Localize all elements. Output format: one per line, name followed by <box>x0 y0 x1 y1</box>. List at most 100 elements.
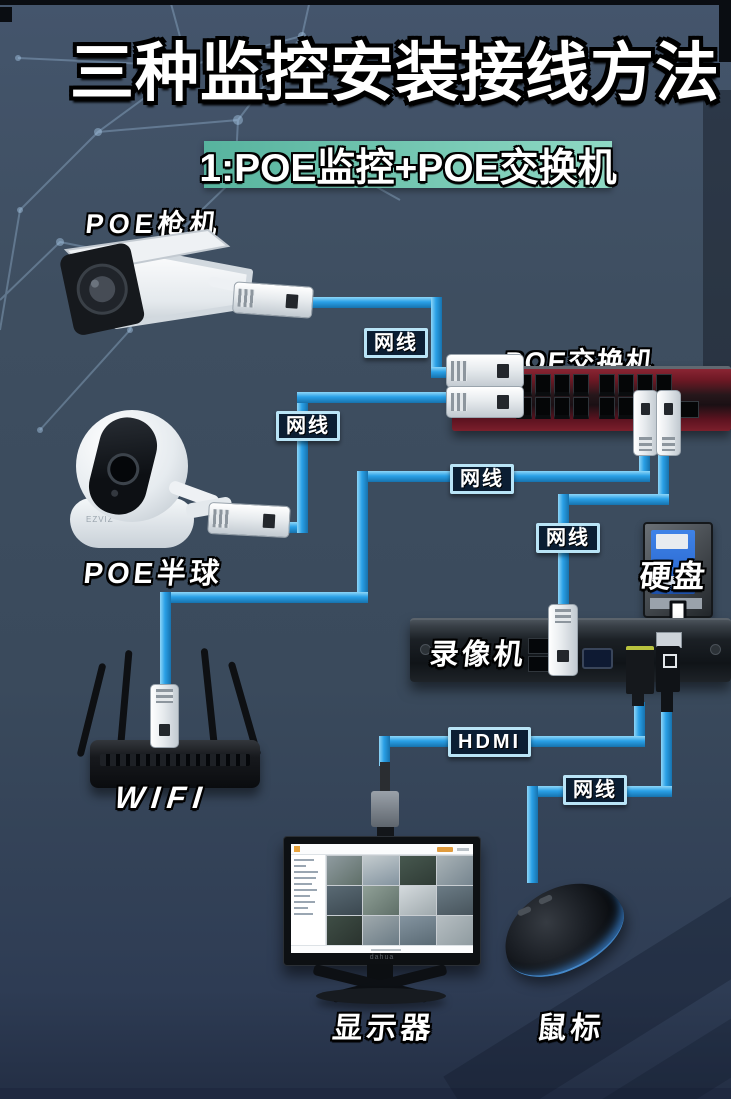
ethernet-port <box>535 374 551 396</box>
cable-segment <box>160 592 368 603</box>
ethernet-port <box>618 397 634 419</box>
cable-segment <box>379 736 390 766</box>
hdmi-cable-dark-stub <box>380 762 390 796</box>
cable-label-hdmi: HDMI <box>448 727 532 757</box>
cable-segment <box>661 710 672 797</box>
camera-view <box>400 885 436 915</box>
hard-disk-label <box>656 534 688 549</box>
mouse-label: 鼠标 <box>534 1012 607 1045</box>
mouse <box>488 865 638 993</box>
ethernet-port <box>573 397 589 419</box>
recorder-label: 录像机 <box>428 639 528 671</box>
dome-camera-label: POE半球 <box>82 558 225 590</box>
router-connector <box>150 684 179 748</box>
sfp-port <box>679 401 699 418</box>
cable-segment <box>658 452 669 505</box>
camera-view <box>436 915 473 945</box>
camera-view <box>400 915 436 945</box>
cable-segment <box>357 471 368 603</box>
dome-camera-brand: EZVIZ <box>86 515 114 524</box>
cable-segment <box>639 452 650 482</box>
router-antenna <box>200 647 219 753</box>
screen-top-dots <box>457 848 469 851</box>
recorder-hdmi-stub <box>632 690 644 706</box>
sidebar-line <box>294 883 312 885</box>
hard-disk-label-text: 硬盘 <box>637 559 710 594</box>
mouse-button-mark <box>516 905 533 917</box>
ethernet-port <box>573 374 589 396</box>
cable-segment <box>160 592 171 692</box>
cable-segment <box>297 392 308 533</box>
cable-label-net-4: 网线 <box>536 523 600 553</box>
cable-label-net-2: 网线 <box>276 411 340 441</box>
usb-symbol <box>663 654 677 668</box>
cable-label-net-3: 网线 <box>450 464 514 494</box>
cable-segment <box>297 392 469 403</box>
cable-label-net-1: 网线 <box>364 328 428 358</box>
monitor: dahua <box>283 836 481 966</box>
switch-downlink-connector-2 <box>656 390 681 456</box>
monitor-brand: dahua <box>369 954 395 961</box>
sidebar-line <box>294 901 315 903</box>
screen-topbar <box>291 844 473 855</box>
ethernet-port <box>599 397 615 419</box>
mouse-button-mark <box>537 893 554 906</box>
ethernet-port <box>554 397 570 419</box>
bottombar-dots <box>371 949 401 951</box>
cable-label-net-5: 网线 <box>563 775 627 805</box>
recorder-screw-right <box>710 644 721 655</box>
switch-downlink-connector-1 <box>633 390 658 456</box>
dome-camera-connector <box>207 501 291 539</box>
recorder-hdmi-plug <box>626 646 654 694</box>
hard-disk-sticker <box>653 576 693 586</box>
recorder-screw-left <box>420 644 431 655</box>
sidebar-line <box>294 871 318 873</box>
bullet-camera <box>60 228 253 335</box>
screen-sidebar <box>291 855 326 945</box>
ethernet-port <box>554 374 570 396</box>
app-logo-icon <box>294 846 300 852</box>
screen-top-button <box>437 847 453 852</box>
wifi-router <box>90 740 260 788</box>
method-title: 1:POE监控+POE交换机 <box>199 146 617 190</box>
ethernet-port <box>599 374 615 396</box>
cable-segment <box>431 297 442 378</box>
camera-view <box>326 885 363 915</box>
mouse-body <box>488 865 638 993</box>
sidebar-line <box>294 913 313 915</box>
recorder-usb-stub <box>661 692 673 712</box>
camera-grid <box>326 855 473 945</box>
cable-segment <box>634 702 645 747</box>
switch-uplink-connector-left-1 <box>446 354 524 388</box>
recorder-usb-plug <box>656 646 680 692</box>
dome-camera-led <box>110 489 119 498</box>
monitor-screen <box>291 844 473 953</box>
monitor-hdmi-connector <box>371 791 399 827</box>
camera-view <box>363 885 399 915</box>
camera-view <box>326 855 363 885</box>
sidebar-line <box>294 877 316 879</box>
camera-view <box>436 855 473 885</box>
cable-segment <box>558 494 669 505</box>
cable-segment <box>302 297 442 308</box>
sidebar-line <box>294 895 310 897</box>
sidebar-line <box>294 859 314 861</box>
switch-uplink-connector-left-2 <box>446 386 524 418</box>
dome-camera: EZVIZ <box>66 405 206 555</box>
camera-view <box>436 885 473 915</box>
top-right-mark <box>719 4 731 62</box>
ethernet-port <box>618 374 634 396</box>
page-title: 三种监控安装接线方法 <box>70 37 720 109</box>
cable-segment <box>527 786 538 883</box>
monitor-stand-base <box>316 988 446 1004</box>
router-antenna <box>116 649 133 755</box>
wifi-router-label: WIFI <box>113 780 211 815</box>
camera-view <box>363 915 399 945</box>
recorder-net-connector <box>548 604 578 676</box>
top-left-mark <box>0 7 12 22</box>
bullet-camera-connector <box>231 281 315 319</box>
sidebar-line <box>294 865 306 867</box>
top-black-bar <box>0 0 731 5</box>
ethernet-port <box>535 397 551 419</box>
